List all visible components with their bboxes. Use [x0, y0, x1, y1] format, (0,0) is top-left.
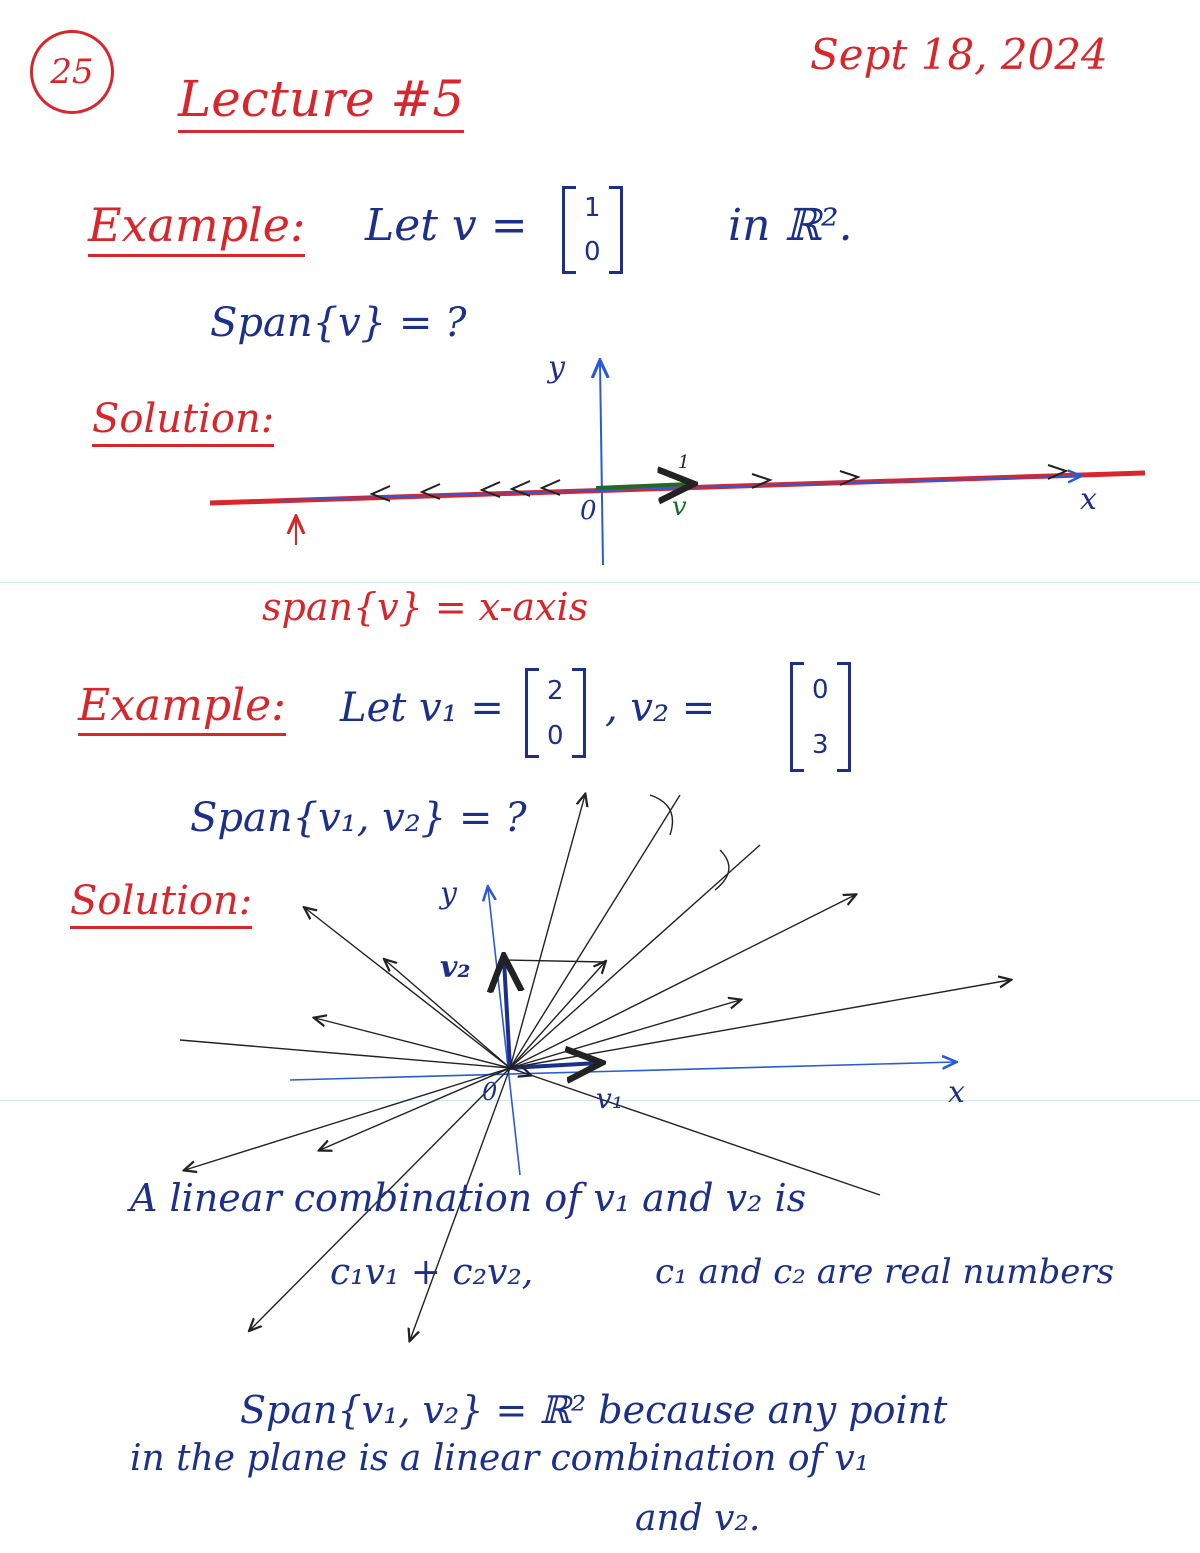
x-axis: [289, 1062, 955, 1081]
example2-vector1-x: 2: [547, 675, 564, 706]
vector-v-arrow: [595, 484, 690, 488]
y-axis: [600, 362, 603, 566]
ex2-x-axis-label: x: [948, 1075, 965, 1110]
example2-vector2-y: 3: [812, 729, 829, 760]
ex2-v1-label: v₁: [596, 1082, 624, 1115]
y-axis: [488, 888, 521, 1176]
example2-separator: , v₂ =: [605, 685, 716, 731]
ex1-result: span{v} = x-axis: [262, 585, 589, 629]
span-explanation-end: and v₂.: [635, 1498, 761, 1539]
vector-v2-arrow: [504, 960, 510, 1069]
span-conclusion: Span{v₁, v₂} = ℝ² because any point: [240, 1388, 948, 1432]
ex1-tick-label: 1: [678, 452, 690, 473]
linear-combination-arrows: [179, 795, 1010, 1340]
example1-solution-label: Solution:: [92, 396, 275, 447]
example2-vector2: 0 3: [790, 662, 851, 772]
span-v1-v2-diagram: [179, 795, 1010, 1340]
span-v-diagram: [209, 362, 1146, 566]
example2-statement: Let v₁ =: [340, 685, 504, 731]
page-number: 25: [30, 30, 114, 114]
ex2-v2-label: v₂: [440, 950, 471, 985]
linear-combination-definition: A linear combination of v₁ and v₂ is: [130, 1176, 807, 1220]
example2-vector1: 2 0: [525, 668, 586, 758]
example1-label: Example:: [88, 198, 306, 257]
positive-multiple-arrows: [751, 464, 1069, 489]
ex2-y-axis-label: y: [440, 876, 457, 911]
span-explanation: in the plane is a linear combination of …: [130, 1438, 870, 1479]
lecture-date: Sept 18, 2024: [810, 30, 1108, 79]
example1-vector-x: 1: [584, 193, 601, 223]
ex1-y-axis-label: y: [548, 350, 565, 385]
example1-space: in ℝ².: [728, 200, 853, 251]
negative-multiple-arrows: [369, 479, 561, 502]
example2-vector1-y: 0: [547, 720, 564, 751]
ex1-x-axis-label: x: [1080, 482, 1097, 517]
example1-question: Span{v} = ?: [210, 300, 467, 346]
ex2-origin-label: 0: [482, 1078, 498, 1106]
ex1-origin-label: 0: [580, 496, 597, 526]
example1-vector: 1 0: [562, 186, 623, 274]
linear-combination-formula: c₁v₁ + c₂v₂,: [330, 1252, 534, 1293]
example1-vector-y: 0: [584, 237, 601, 267]
scan-line: [0, 1100, 1200, 1101]
example2-label: Example:: [78, 680, 286, 736]
ex1-vector-label: v: [672, 492, 687, 522]
example2-vector2-x: 0: [812, 674, 829, 705]
lecture-title: Lecture #5: [178, 70, 465, 133]
example1-statement: Let v =: [365, 200, 528, 251]
coefficient-condition: c₁ and c₂ are real numbers: [655, 1252, 1115, 1292]
scan-line: [0, 582, 1200, 583]
example2-question: Span{v₁, v₂} = ?: [190, 795, 527, 841]
example2-solution-label: Solution:: [70, 878, 253, 929]
